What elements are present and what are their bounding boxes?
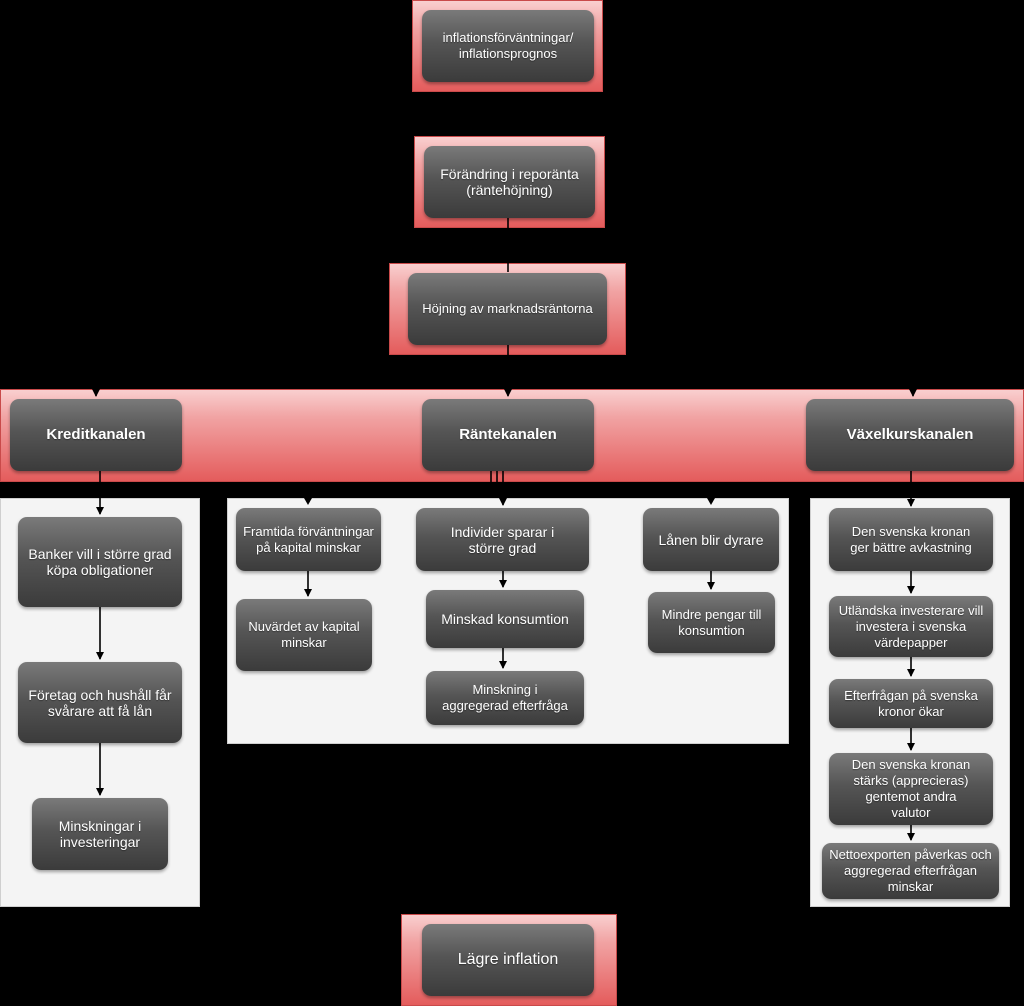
node-individuals-save: Individer sparar i större grad [416, 508, 589, 571]
node-credit-channel: Kreditkanalen [10, 399, 182, 471]
arrowhead-interest-left [304, 498, 312, 505]
node-present-value-decrease: Nuvärdet av kapital minskar [236, 599, 372, 671]
node-inflation-expectations: inflationsförväntningar/ inflationsprogn… [422, 10, 594, 82]
node-investment-decrease: Minskningar i investeringar [32, 798, 168, 870]
node-krona-better-return: Den svenska kronan ger bättre avkastning [829, 508, 993, 571]
node-banks-buy-bonds: Banker vill i större grad köpa obligatio… [18, 517, 182, 607]
node-aggregate-demand-decrease: Minskning i aggregerad efterfråga [426, 671, 584, 725]
node-exchange-channel: Växelkurskanalen [806, 399, 1014, 471]
node-foreign-investors: Utländska investerare vill investera i s… [829, 596, 993, 657]
node-reduced-consumption: Minskad konsumtion [426, 590, 584, 648]
node-krona-demand-increase: Efterfrågan på svenska kronor ökar [829, 679, 993, 728]
node-loans-expensive: Lånen blir dyrare [643, 508, 779, 571]
node-interest-channel: Räntekanalen [422, 399, 594, 471]
node-net-exports-affected: Nettoexporten påverkas och aggregerad ef… [822, 843, 999, 899]
arrowhead-interest-right [707, 498, 715, 505]
node-krona-appreciates: Den svenska kronan stärks (apprecieras) … [829, 753, 993, 825]
node-future-capital-expectations: Framtida förväntningar på kapital minska… [236, 508, 381, 571]
node-market-rates-rise: Höjning av marknadsräntorna [408, 273, 607, 345]
node-harder-loans: Företag och hushåll får svårare att få l… [18, 662, 182, 743]
node-lower-inflation: Lägre inflation [422, 924, 594, 996]
node-repo-rate-change: Förändring i reporänta (räntehöjning) [424, 146, 595, 218]
node-less-money-consumption: Mindre pengar till konsumtion [648, 592, 775, 653]
